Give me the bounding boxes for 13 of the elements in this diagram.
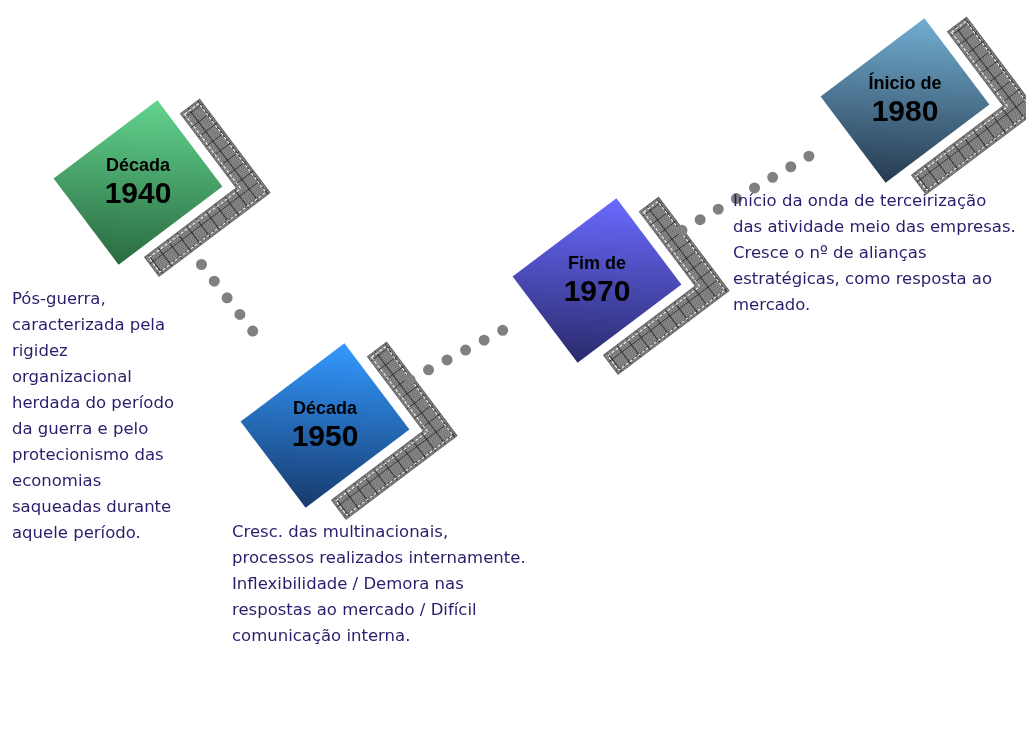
description-text: Início da onda de terceirização das atividade meio das empresas. — [733, 190, 1017, 238]
year-label: 1980 — [871, 94, 939, 128]
year-label: 1970 — [563, 274, 631, 308]
period-label: Década — [292, 397, 357, 419]
description-text: Pós-guerra, caracterizada pela rigidez organizacional herdada do período da guerra e pelo protecionismo das economias saqueadas durante aquele período. — [12, 288, 175, 544]
year-label: 1950 — [291, 419, 359, 453]
period-label: Fim de — [568, 252, 626, 274]
description-text: Cresce o nº de alianças estratégicas, como resposta ao mercado. — [733, 242, 993, 316]
period-label: Década — [105, 154, 170, 176]
year-label: 1940 — [104, 176, 172, 210]
period-label: Ínicio de — [868, 72, 942, 94]
description-text: Cresc. das multinacionais, processos realizados internamente. — [232, 521, 527, 569]
description-text: Inflexibilidade / Demora nas respostas ao mercado / Difícil comunicação interna. — [232, 573, 478, 647]
